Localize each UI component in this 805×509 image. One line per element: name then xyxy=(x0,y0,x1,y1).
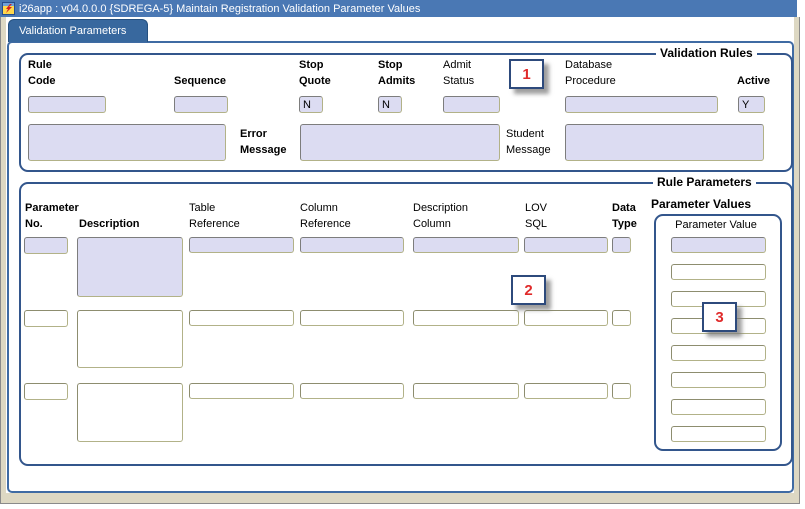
parameter-value-field-1[interactable] xyxy=(670,237,766,253)
validation-rules-legend: Validation Rules xyxy=(656,46,757,60)
description-column-field-row2[interactable] xyxy=(413,310,519,326)
title-bar: i26app : v04.0.0.0 {SDREGA-5} Maintain R… xyxy=(0,0,797,17)
rule-description-field[interactable] xyxy=(28,124,226,161)
annotation-marker-1: 1 xyxy=(509,59,544,89)
annotation-marker-3: 3 xyxy=(702,302,737,332)
rule-parameters-legend: Rule Parameters xyxy=(653,175,756,189)
parameter-description-field-row3[interactable] xyxy=(77,383,183,442)
window-edge-right xyxy=(794,17,800,504)
description-column-field-row1[interactable] xyxy=(413,237,519,253)
parameter-value-field-5[interactable] xyxy=(670,345,766,361)
parameter-description-field-row1[interactable] xyxy=(77,237,183,297)
parameter-value-field-2[interactable] xyxy=(670,264,766,280)
table-reference-field-row1[interactable] xyxy=(189,237,294,253)
forms-runtime-icon xyxy=(2,2,15,15)
column-reference-field-row1[interactable] xyxy=(300,237,404,253)
student-message-field[interactable] xyxy=(565,124,764,161)
window-edge-bottom xyxy=(0,493,800,504)
parameter-no-field-row2[interactable] xyxy=(24,310,68,327)
column-reference-field-row2[interactable] xyxy=(300,310,404,326)
parameter-value-list xyxy=(662,233,774,442)
description-column-field-row3[interactable] xyxy=(413,383,519,399)
table-reference-field-row3[interactable] xyxy=(189,383,294,399)
validation-rules-frame xyxy=(19,53,793,172)
parameter-values-frame xyxy=(654,214,782,451)
description-label: Description xyxy=(79,218,140,230)
stop-quote-field[interactable] xyxy=(299,96,323,113)
parameter-value-field-6[interactable] xyxy=(670,372,766,388)
parameter-no-field-row1[interactable] xyxy=(24,237,68,254)
rule-code-field[interactable] xyxy=(28,96,106,113)
table-reference-field-row2[interactable] xyxy=(189,310,294,326)
tab-validation-parameters[interactable]: Validation Parameters xyxy=(8,19,148,42)
active-field[interactable] xyxy=(738,96,765,113)
stop-admits-field[interactable] xyxy=(378,96,402,113)
active-label: Active xyxy=(737,75,771,87)
admit-status-field[interactable] xyxy=(443,96,500,113)
tab-label: Validation Parameters xyxy=(19,25,127,37)
lov-sql-field-row1[interactable] xyxy=(524,237,608,253)
data-type-field-row2[interactable] xyxy=(612,310,631,326)
parameter-values-legend: Parameter Values xyxy=(649,197,754,211)
window-edge-left xyxy=(0,17,6,504)
sequence-field[interactable] xyxy=(174,96,228,113)
parameter-value-field-8[interactable] xyxy=(670,426,766,442)
sequence-label: Sequence xyxy=(174,75,226,87)
data-type-field-row3[interactable] xyxy=(612,383,631,399)
lov-sql-field-row3[interactable] xyxy=(524,383,608,399)
parameter-description-field-row2[interactable] xyxy=(77,310,183,368)
window-title: i26app : v04.0.0.0 {SDREGA-5} Maintain R… xyxy=(19,2,421,15)
parameter-value-field-7[interactable] xyxy=(670,399,766,415)
rule-parameters-frame xyxy=(19,182,793,466)
database-procedure-field[interactable] xyxy=(565,96,718,113)
parameter-value-column-header: Parameter Value xyxy=(675,219,757,231)
annotation-marker-2: 2 xyxy=(511,275,546,305)
lov-sql-field-row2[interactable] xyxy=(524,310,608,326)
data-type-field-row1[interactable] xyxy=(612,237,631,253)
parameter-no-field-row3[interactable] xyxy=(24,383,68,400)
error-message-field[interactable] xyxy=(300,124,500,161)
column-reference-field-row3[interactable] xyxy=(300,383,404,399)
